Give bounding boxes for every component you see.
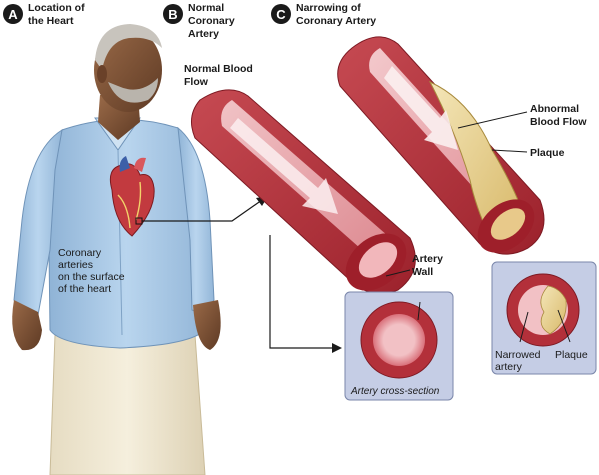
connector-heart-to-artery (142, 199, 263, 222)
pants (49, 334, 206, 475)
abnormal-flow-pointer (457, 111, 528, 129)
person-figure (12, 24, 221, 475)
hair (95, 24, 162, 70)
plaque-pointer (491, 149, 528, 153)
coronary-label-line3: on the surface (58, 271, 125, 283)
heart-illustration (109, 156, 155, 237)
artery-wall-pointer (385, 269, 411, 277)
abnormal-flow-label-line2: Blood Flow (530, 116, 587, 128)
left-hand (12, 300, 42, 351)
narrowed-artery-end-inner (490, 208, 526, 240)
connector-cross-arrowhead (332, 343, 342, 353)
narrowed-pointer (519, 311, 529, 343)
beard (108, 78, 158, 103)
panel-a-title-line1: Location of (28, 2, 85, 14)
panel-c-badge: C (271, 4, 291, 24)
normal-artery (190, 89, 416, 295)
narrowed-artery (337, 36, 545, 255)
svg-text:A: A (8, 7, 18, 22)
narrowed-label-line1: Narrowed (495, 349, 541, 361)
normal-flow-label-line1: Normal Blood (184, 63, 253, 75)
normal-flow-label-line2: Flow (184, 76, 209, 88)
plaque-label: Plaque (530, 147, 565, 159)
artery-wall-label-line1: Artery (412, 253, 443, 265)
panel-c-title-line2: Coronary Artery (296, 15, 376, 27)
artery-wall-label-line2: Wall (412, 266, 433, 278)
coronary-label-line1: Coronary (58, 247, 102, 259)
coronary-label-line4: of the heart (58, 283, 111, 295)
panel-c-title-line1: Narrowing of (296, 2, 361, 14)
panel-b-title-line2: Coronary (188, 15, 235, 27)
cross-section-caption: Artery cross-section (350, 386, 440, 397)
plaque-cross-label: Plaque (555, 349, 588, 361)
panel-a-title-line2: the Heart (28, 15, 74, 27)
abnormal-flow-arrow (384, 66, 458, 150)
panel-b-badge: B (163, 4, 183, 24)
coronary-label-line2: arteries (58, 259, 93, 271)
normal-flow-arrow (230, 118, 338, 214)
right-hand (193, 300, 221, 350)
cross-section-inset-normal (344, 291, 454, 401)
panel-b-title-line1: Normal (188, 2, 224, 14)
svg-text:B: B (168, 7, 177, 22)
connector-to-cross-section (269, 235, 335, 349)
svg-text:C: C (276, 7, 286, 22)
panel-a-badge: A (3, 4, 23, 24)
panel-b-title-line3: Artery (188, 28, 219, 40)
narrowed-label-line2: artery (495, 361, 523, 373)
ear (97, 65, 107, 83)
plaque-cross-pointer (557, 309, 571, 343)
cross-section-inset-narrowed (491, 261, 597, 375)
normal-artery-end-inner (358, 242, 398, 278)
abnormal-flow-label-line1: Abnormal (530, 103, 579, 115)
